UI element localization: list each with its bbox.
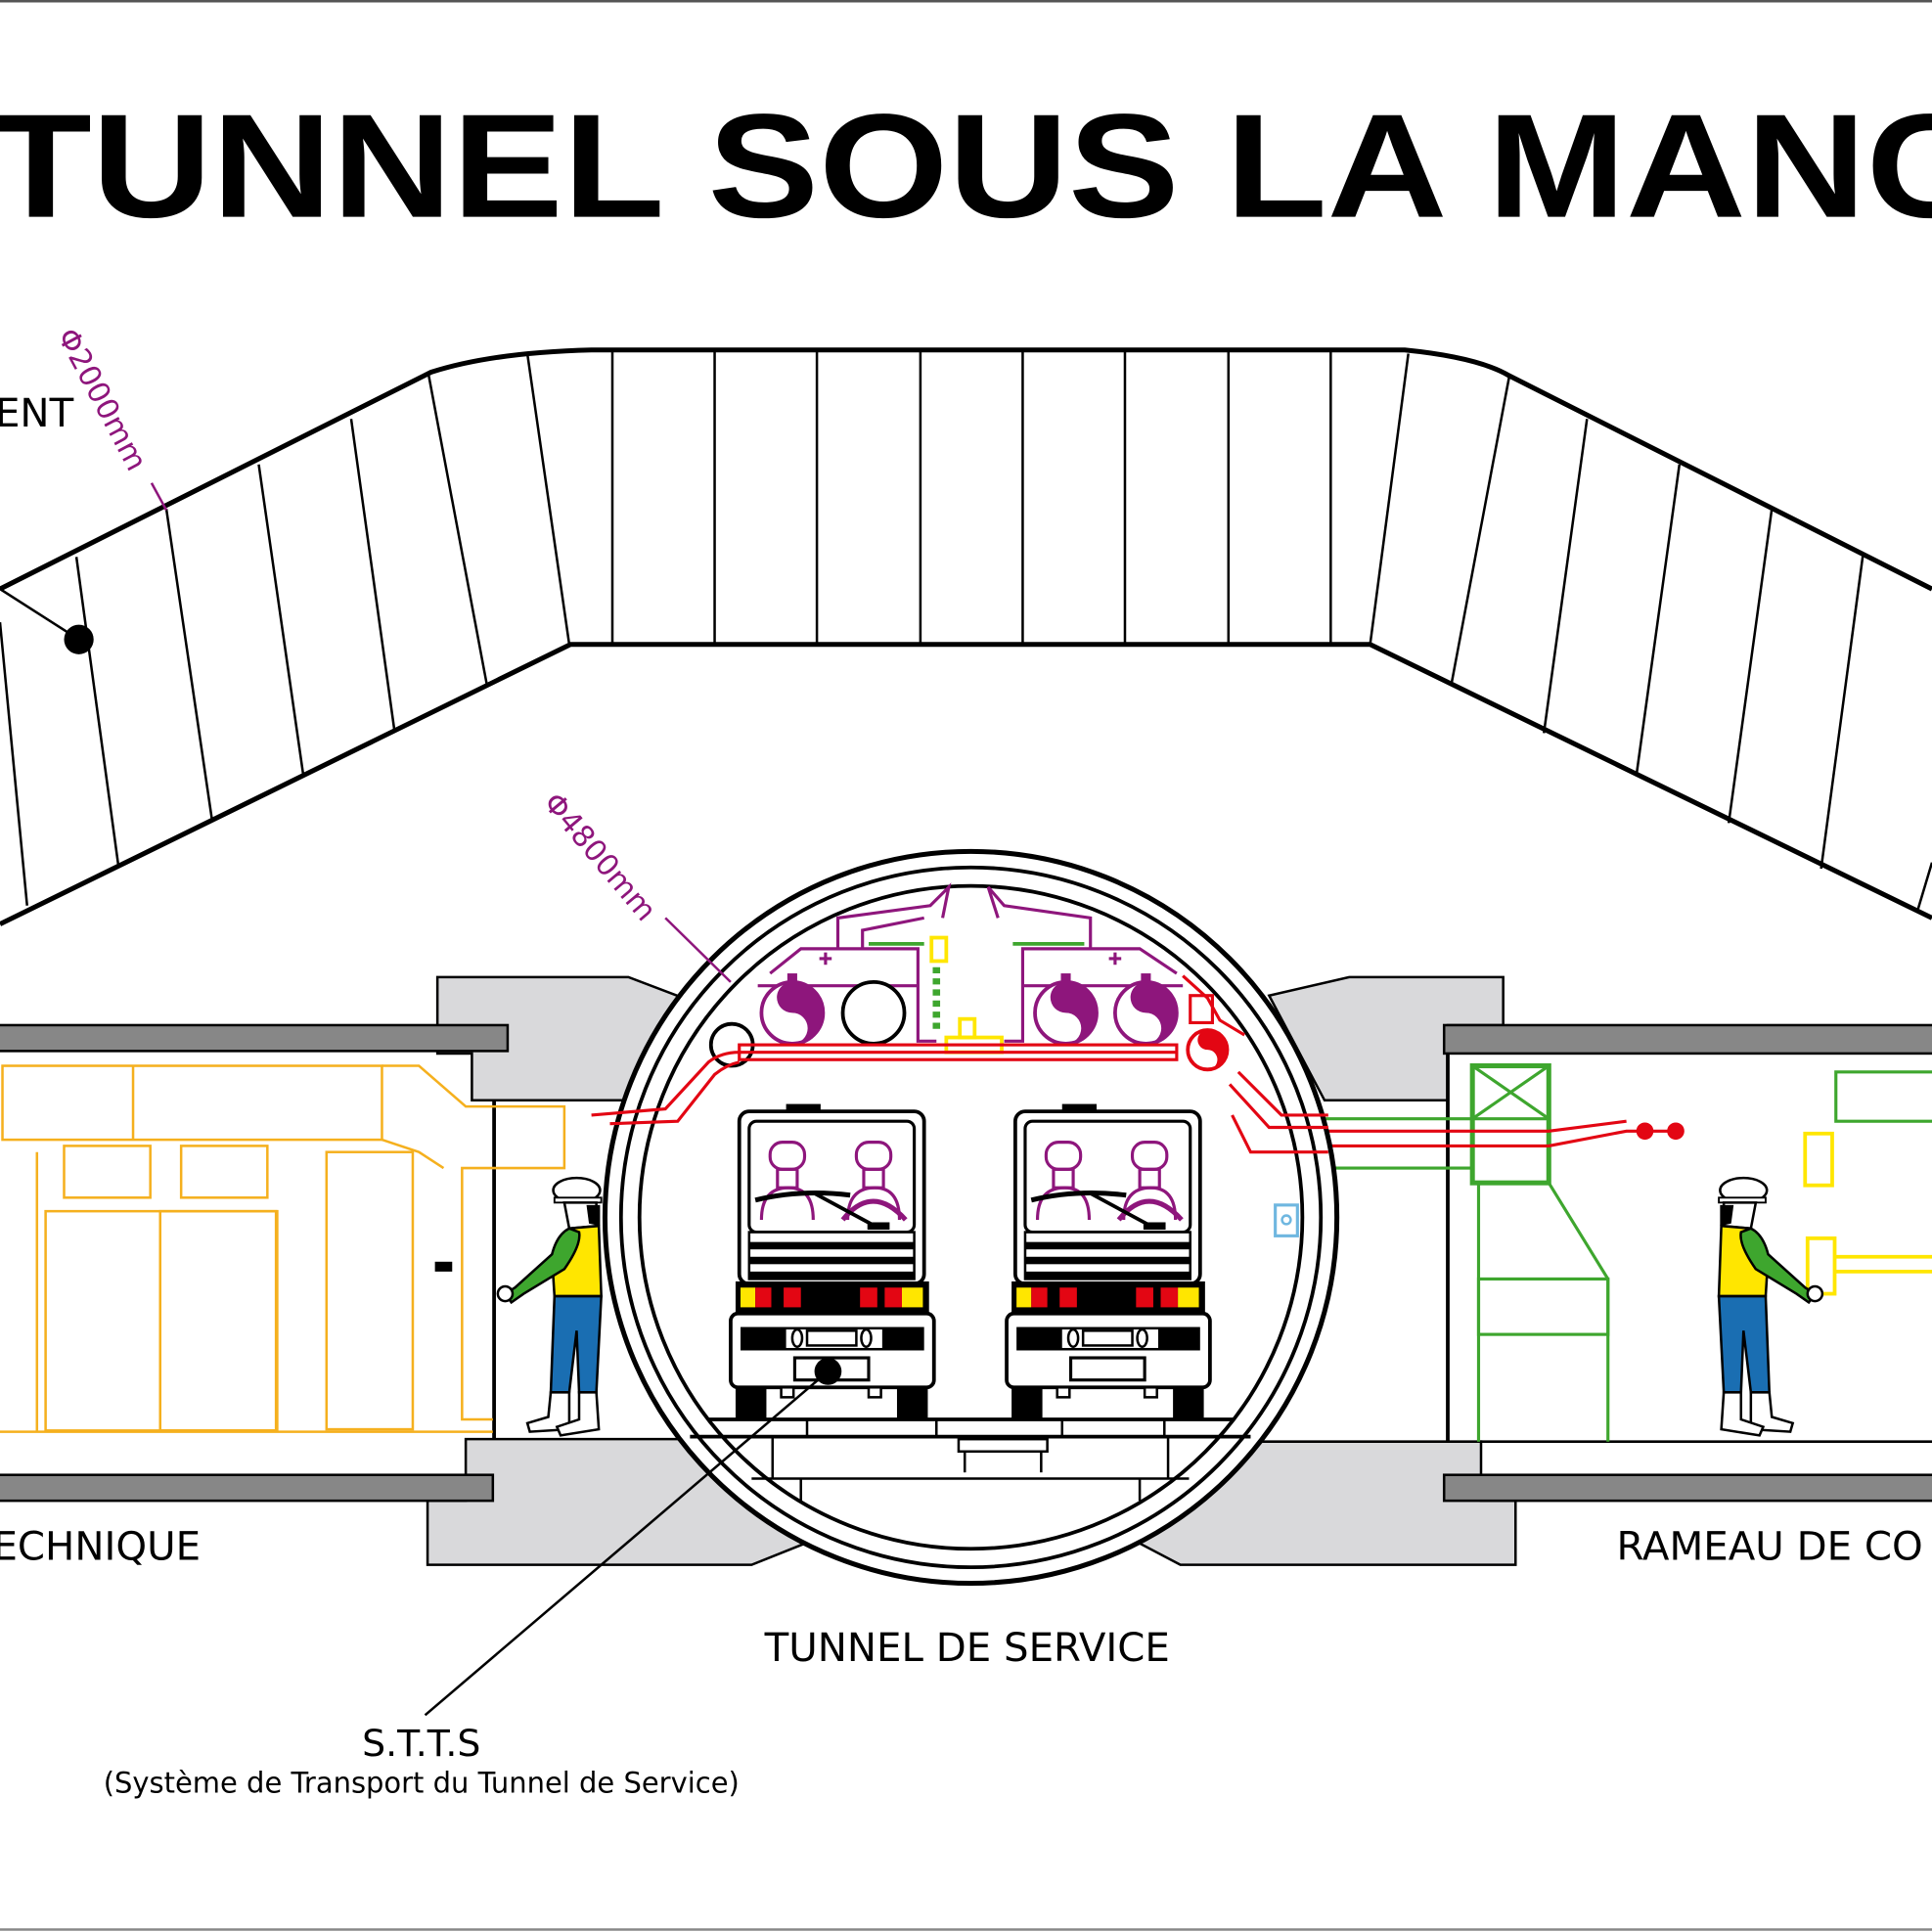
stts-description: (Système de Transport du Tunnel de Servi… <box>104 1767 740 1800</box>
right-room-equipment <box>1267 1053 1932 1443</box>
pipe-icon <box>840 979 907 1046</box>
floor-slabs <box>0 1023 1932 1503</box>
leader-dot-stts <box>814 1358 842 1385</box>
stts-vehicle <box>729 1103 936 1420</box>
service-diameter-tick <box>664 917 732 983</box>
left-room-equipment <box>0 1064 566 1440</box>
worker-figure <box>496 1176 603 1437</box>
leader-line-upper <box>0 588 80 641</box>
upper-left-label: ENT <box>0 390 74 436</box>
leader-line-stts <box>424 1370 830 1717</box>
emergency-phone-icon <box>1274 1203 1299 1237</box>
fan-icon <box>759 973 826 1046</box>
stts-vehicle <box>1007 1104 1210 1419</box>
right-room-label: RAMEAU DE CO <box>1617 1524 1923 1570</box>
page-title: TUNNEL SOUS LA MANC <box>0 84 1932 249</box>
service-diameter-label: Φ4800mm <box>536 786 662 928</box>
fan-icon <box>1113 973 1179 1046</box>
upper-diameter-tick <box>150 482 168 512</box>
leader-dot-upper <box>64 624 94 654</box>
worker-figure <box>1717 1176 1824 1437</box>
upper-tunnel-band <box>0 347 1932 926</box>
service-tunnel-label: TUNNEL DE SERVICE <box>764 1625 1170 1671</box>
service-tunnel <box>591 848 1340 1587</box>
left-room-label: ECHNIQUE <box>0 1524 201 1570</box>
fan-icon <box>1033 973 1099 1046</box>
stts-label: S.T.T.S <box>362 1722 480 1765</box>
electrical-cables <box>591 974 1328 1154</box>
